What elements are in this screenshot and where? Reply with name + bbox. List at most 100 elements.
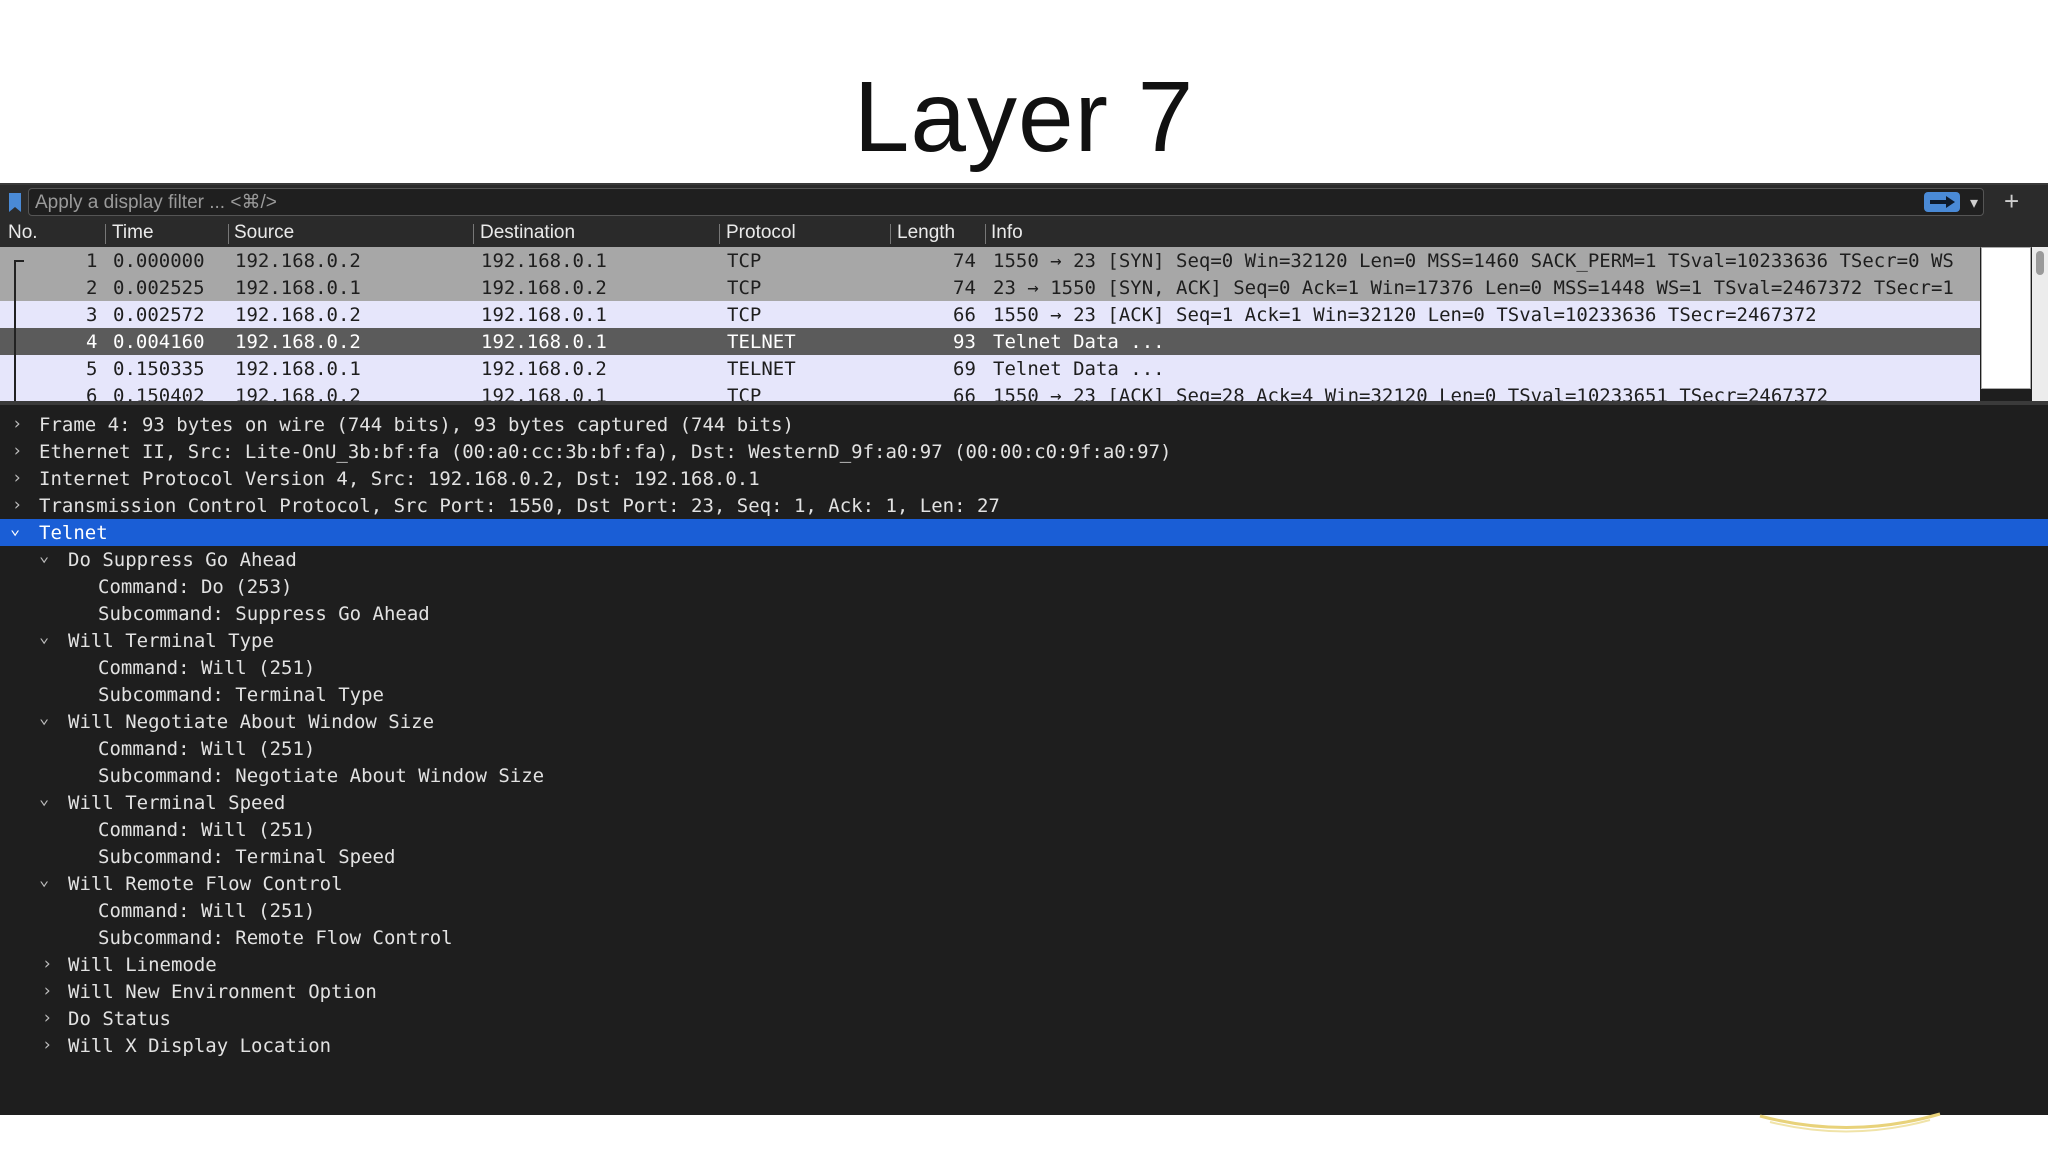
tree-item-frame[interactable]: › Frame 4: 93 bytes on wire (744 bits), … <box>0 411 2048 438</box>
apply-filter-arrow-icon[interactable] <box>1924 192 1960 212</box>
chevron-down-icon[interactable]: ⌄ <box>39 546 50 566</box>
tree-item-label: Subcommand: Terminal Speed <box>98 846 396 868</box>
tree-item-label: Telnet <box>39 522 108 544</box>
chevron-down-icon[interactable]: ⌄ <box>39 708 50 728</box>
chevron-right-icon[interactable]: › <box>12 414 23 434</box>
slide-title: Layer 7 <box>853 61 1195 173</box>
packet-time: 0.150402 <box>113 385 205 401</box>
tree-item-field[interactable]: Subcommand: Remote Flow Control <box>0 924 2048 951</box>
chevron-right-icon[interactable]: › <box>42 1035 53 1055</box>
packet-row[interactable]: 2 0.002525 192.168.0.1 192.168.0.2 TCP 7… <box>0 274 1980 301</box>
tree-item-label: Subcommand: Negotiate About Window Size <box>98 765 545 787</box>
tree-item-label: Will Negotiate About Window Size <box>68 711 435 733</box>
packet-row[interactable]: 5 0.150335 192.168.0.1 192.168.0.2 TELNE… <box>0 355 1980 382</box>
add-filter-button[interactable]: + <box>2004 186 2020 216</box>
tree-item-label: Subcommand: Terminal Type <box>98 684 384 706</box>
column-length[interactable]: Length <box>897 222 956 243</box>
tree-item-label: Do Suppress Go Ahead <box>68 549 297 571</box>
packet-row[interactable]: 3 0.002572 192.168.0.2 192.168.0.1 TCP 6… <box>0 301 1980 328</box>
column-no[interactable]: No. <box>8 222 38 243</box>
tree-item-option[interactable]: › Do Status <box>0 1005 2048 1032</box>
tree-item-label: Will Linemode <box>68 954 217 976</box>
tree-item-telnet[interactable]: ⌄ Telnet <box>0 519 2048 546</box>
packet-info: 1550 → 23 [ACK] Seq=1 Ack=1 Win=32120 Le… <box>993 304 1817 326</box>
tree-item-label: Will X Display Location <box>68 1035 332 1057</box>
tree-item-field[interactable]: Subcommand: Negotiate About Window Size <box>0 762 2048 789</box>
packet-time: 0.002572 <box>113 304 205 326</box>
tree-item-label: Frame 4: 93 bytes on wire (744 bits), 93… <box>39 414 794 436</box>
packet-protocol: TELNET <box>727 331 796 353</box>
packet-no: 2 <box>86 277 98 299</box>
packet-length: 69 <box>953 358 976 380</box>
column-destination[interactable]: Destination <box>480 222 576 243</box>
packet-info: 23 → 1550 [SYN, ACK] Seq=0 Ack=1 Win=173… <box>993 277 1954 299</box>
tree-item-label: Subcommand: Suppress Go Ahead <box>98 603 430 625</box>
column-time[interactable]: Time <box>112 222 154 243</box>
tree-item-field[interactable]: Subcommand: Terminal Speed <box>0 843 2048 870</box>
packet-source: 192.168.0.2 <box>235 250 361 272</box>
tree-item-option[interactable]: ⌄ Will Terminal Type <box>0 627 2048 654</box>
pane-divider[interactable] <box>0 401 2048 405</box>
bookmark-icon[interactable] <box>8 192 22 213</box>
display-filter-input[interactable]: Apply a display filter ... <⌘/> <box>28 188 1984 216</box>
packet-no: 3 <box>86 304 98 326</box>
tree-item-option[interactable]: ⌄ Will Negotiate About Window Size <box>0 708 2048 735</box>
packet-length: 66 <box>953 385 976 401</box>
tree-item-field[interactable]: Command: Will (251) <box>0 816 2048 843</box>
packet-info: 1550 → 23 [SYN] Seq=0 Win=32120 Len=0 MS… <box>993 250 1954 272</box>
filter-dropdown-icon[interactable]: ▾ <box>1970 195 1979 212</box>
tree-item-option[interactable]: › Will New Environment Option <box>0 978 2048 1005</box>
packet-row[interactable]: 1 0.000000 192.168.0.2 192.168.0.1 TCP 7… <box>0 247 1980 274</box>
chevron-right-icon[interactable]: › <box>12 495 23 515</box>
tree-item-field[interactable]: Command: Do (253) <box>0 573 2048 600</box>
tree-item-option[interactable]: ⌄ Will Terminal Speed <box>0 789 2048 816</box>
packet-source: 192.168.0.2 <box>235 385 361 401</box>
tree-item-label: Will Terminal Speed <box>68 792 286 814</box>
tree-item-tcp[interactable]: › Transmission Control Protocol, Src Por… <box>0 492 2048 519</box>
tree-item-option[interactable]: ⌄ Do Suppress Go Ahead <box>0 546 2048 573</box>
tree-item-ipv4[interactable]: › Internet Protocol Version 4, Src: 192.… <box>0 465 2048 492</box>
tree-item-field[interactable]: Subcommand: Terminal Type <box>0 681 2048 708</box>
packet-row[interactable]: 6 0.150402 192.168.0.2 192.168.0.1 TCP 6… <box>0 382 1980 401</box>
packet-source: 192.168.0.2 <box>235 304 361 326</box>
packet-list-scroll-thumb[interactable] <box>2036 251 2044 275</box>
tree-item-label: Will Remote Flow Control <box>68 873 343 895</box>
packet-minimap[interactable] <box>1981 247 2031 389</box>
tree-item-field[interactable]: Command: Will (251) <box>0 735 2048 762</box>
packet-protocol: TCP <box>727 304 762 326</box>
packet-time: 0.000000 <box>113 250 205 272</box>
packet-protocol: TCP <box>727 277 762 299</box>
packet-no: 5 <box>86 358 98 380</box>
chevron-right-icon[interactable]: › <box>12 441 23 461</box>
column-protocol[interactable]: Protocol <box>726 222 796 243</box>
chevron-down-icon[interactable]: ⌄ <box>39 627 50 647</box>
packet-length: 74 <box>953 250 976 272</box>
tree-item-option[interactable]: › Will X Display Location <box>0 1032 2048 1059</box>
column-source[interactable]: Source <box>234 222 295 243</box>
packet-protocol: TCP <box>727 385 762 401</box>
packet-row-selected[interactable]: 4 0.004160 192.168.0.2 192.168.0.1 TELNE… <box>0 328 1980 355</box>
chevron-right-icon[interactable]: › <box>12 468 23 488</box>
packet-protocol: TELNET <box>727 358 796 380</box>
tree-item-option[interactable]: › Will Linemode <box>0 951 2048 978</box>
tree-item-option[interactable]: ⌄ Will Remote Flow Control <box>0 870 2048 897</box>
chevron-right-icon[interactable]: › <box>42 954 53 974</box>
chevron-right-icon[interactable]: › <box>42 1008 53 1028</box>
chevron-down-icon[interactable]: ⌄ <box>39 870 50 890</box>
tree-item-label: Will New Environment Option <box>68 981 377 1003</box>
column-info[interactable]: Info <box>991 222 1023 243</box>
chevron-down-icon[interactable]: ⌄ <box>39 789 50 809</box>
tree-item-field[interactable]: Command: Will (251) <box>0 897 2048 924</box>
tree-item-label: Command: Will (251) <box>98 657 316 679</box>
chevron-down-icon[interactable]: ⌄ <box>10 519 21 539</box>
tree-item-label: Command: Will (251) <box>98 900 316 922</box>
tree-item-label: Subcommand: Remote Flow Control <box>98 927 453 949</box>
tree-item-field[interactable]: Subcommand: Suppress Go Ahead <box>0 600 2048 627</box>
tree-item-ethernet[interactable]: › Ethernet II, Src: Lite-OnU_3b:bf:fa (0… <box>0 438 2048 465</box>
tree-item-label: Command: Will (251) <box>98 738 316 760</box>
packet-source: 192.168.0.1 <box>235 358 361 380</box>
packet-list-scrollbar[interactable] <box>2032 247 2048 401</box>
footer-logo-swoosh-icon <box>1759 1112 1941 1133</box>
chevron-right-icon[interactable]: › <box>42 981 53 1001</box>
tree-item-field[interactable]: Command: Will (251) <box>0 654 2048 681</box>
